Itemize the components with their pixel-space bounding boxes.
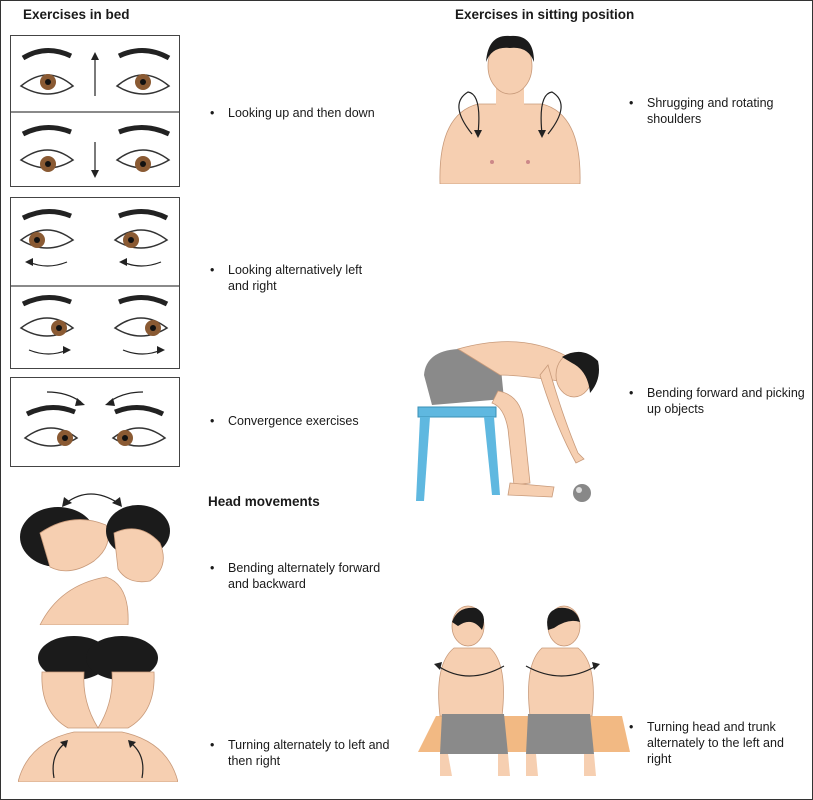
eyes-convergence-illustration bbox=[23, 391, 167, 447]
bullet-turning-head-trunk: • Turning head and trunk alternately to … bbox=[629, 720, 784, 766]
bullet-convergence: • Convergence exercises bbox=[210, 414, 359, 428]
eyes-up-down-panel bbox=[10, 35, 180, 187]
bullet-shrugging-shoulders: • Shrugging and rotating shoulders bbox=[629, 96, 774, 126]
eyes-left-right-illustration bbox=[11, 209, 179, 355]
bullet-looking-left-right: • Looking alternatively left and right bbox=[210, 263, 363, 293]
head-turning-illustration bbox=[17, 632, 179, 783]
head-bending-illustration bbox=[10, 485, 185, 626]
turning-trunk-illustration bbox=[418, 604, 630, 780]
bullet-turning-left-right: • Turning alternately to left and then r… bbox=[210, 738, 390, 768]
eyes-left-right-panel bbox=[10, 197, 180, 369]
heading-exercises-in-bed: Exercises in bed bbox=[23, 7, 130, 22]
eyes-up-down-illustration bbox=[11, 48, 179, 178]
heading-exercises-sitting: Exercises in sitting position bbox=[455, 7, 635, 22]
shoulder-shrug-illustration bbox=[438, 34, 583, 185]
bending-forward-illustration bbox=[412, 335, 612, 505]
bullet-bending-picking-up: • Bending forward and picking up objects bbox=[629, 386, 805, 416]
heading-head-movements: Head movements bbox=[208, 494, 320, 509]
eyes-convergence-panel bbox=[10, 377, 180, 467]
bullet-looking-up-down: • Looking up and then down bbox=[210, 106, 375, 120]
bullet-bending-forward-backward: • Bending alternately forward and backwa… bbox=[210, 561, 381, 591]
